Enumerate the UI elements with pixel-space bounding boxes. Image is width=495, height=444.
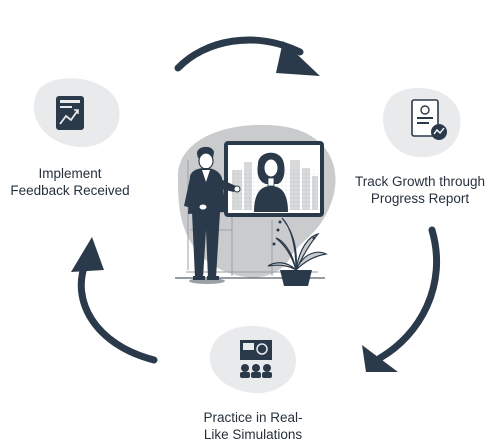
arrowhead-right: [362, 345, 398, 372]
step-bottom-line1: Practice in Real-: [203, 410, 303, 425]
step-left-line2: Feedback Received: [10, 183, 130, 198]
step-right-label: Track Growth through Progress Report: [345, 173, 495, 207]
step-bottom-label: Practice in Real- Like Simulations: [178, 409, 328, 443]
arrow-right: [376, 226, 440, 362]
step-right-icon-group: [382, 87, 461, 158]
step-left-label: Implement Feedback Received: [0, 165, 140, 199]
presenter-video-call-illustration: [175, 124, 336, 286]
step-right-line1: Track Growth through: [354, 174, 486, 189]
step-left-icon-group: [33, 78, 120, 148]
report-chart-icon: [56, 96, 84, 130]
arrow-left: [77, 258, 158, 364]
arrowhead-top: [276, 41, 320, 76]
presentation-audience-icon: [240, 340, 272, 378]
step-bottom-icon-group: [209, 325, 296, 394]
man-presenter: [184, 146, 241, 280]
potted-plant: [267, 217, 328, 286]
step-bottom-line2: Like Simulations: [203, 427, 303, 442]
cycle-arrows: [71, 36, 440, 372]
woman-on-screen: [254, 152, 288, 212]
arrowhead-left: [71, 237, 104, 272]
step-right-line2: Progress Report: [370, 191, 470, 206]
progress-report-icon: [411, 99, 447, 140]
step-left-line1: Implement: [38, 166, 102, 181]
